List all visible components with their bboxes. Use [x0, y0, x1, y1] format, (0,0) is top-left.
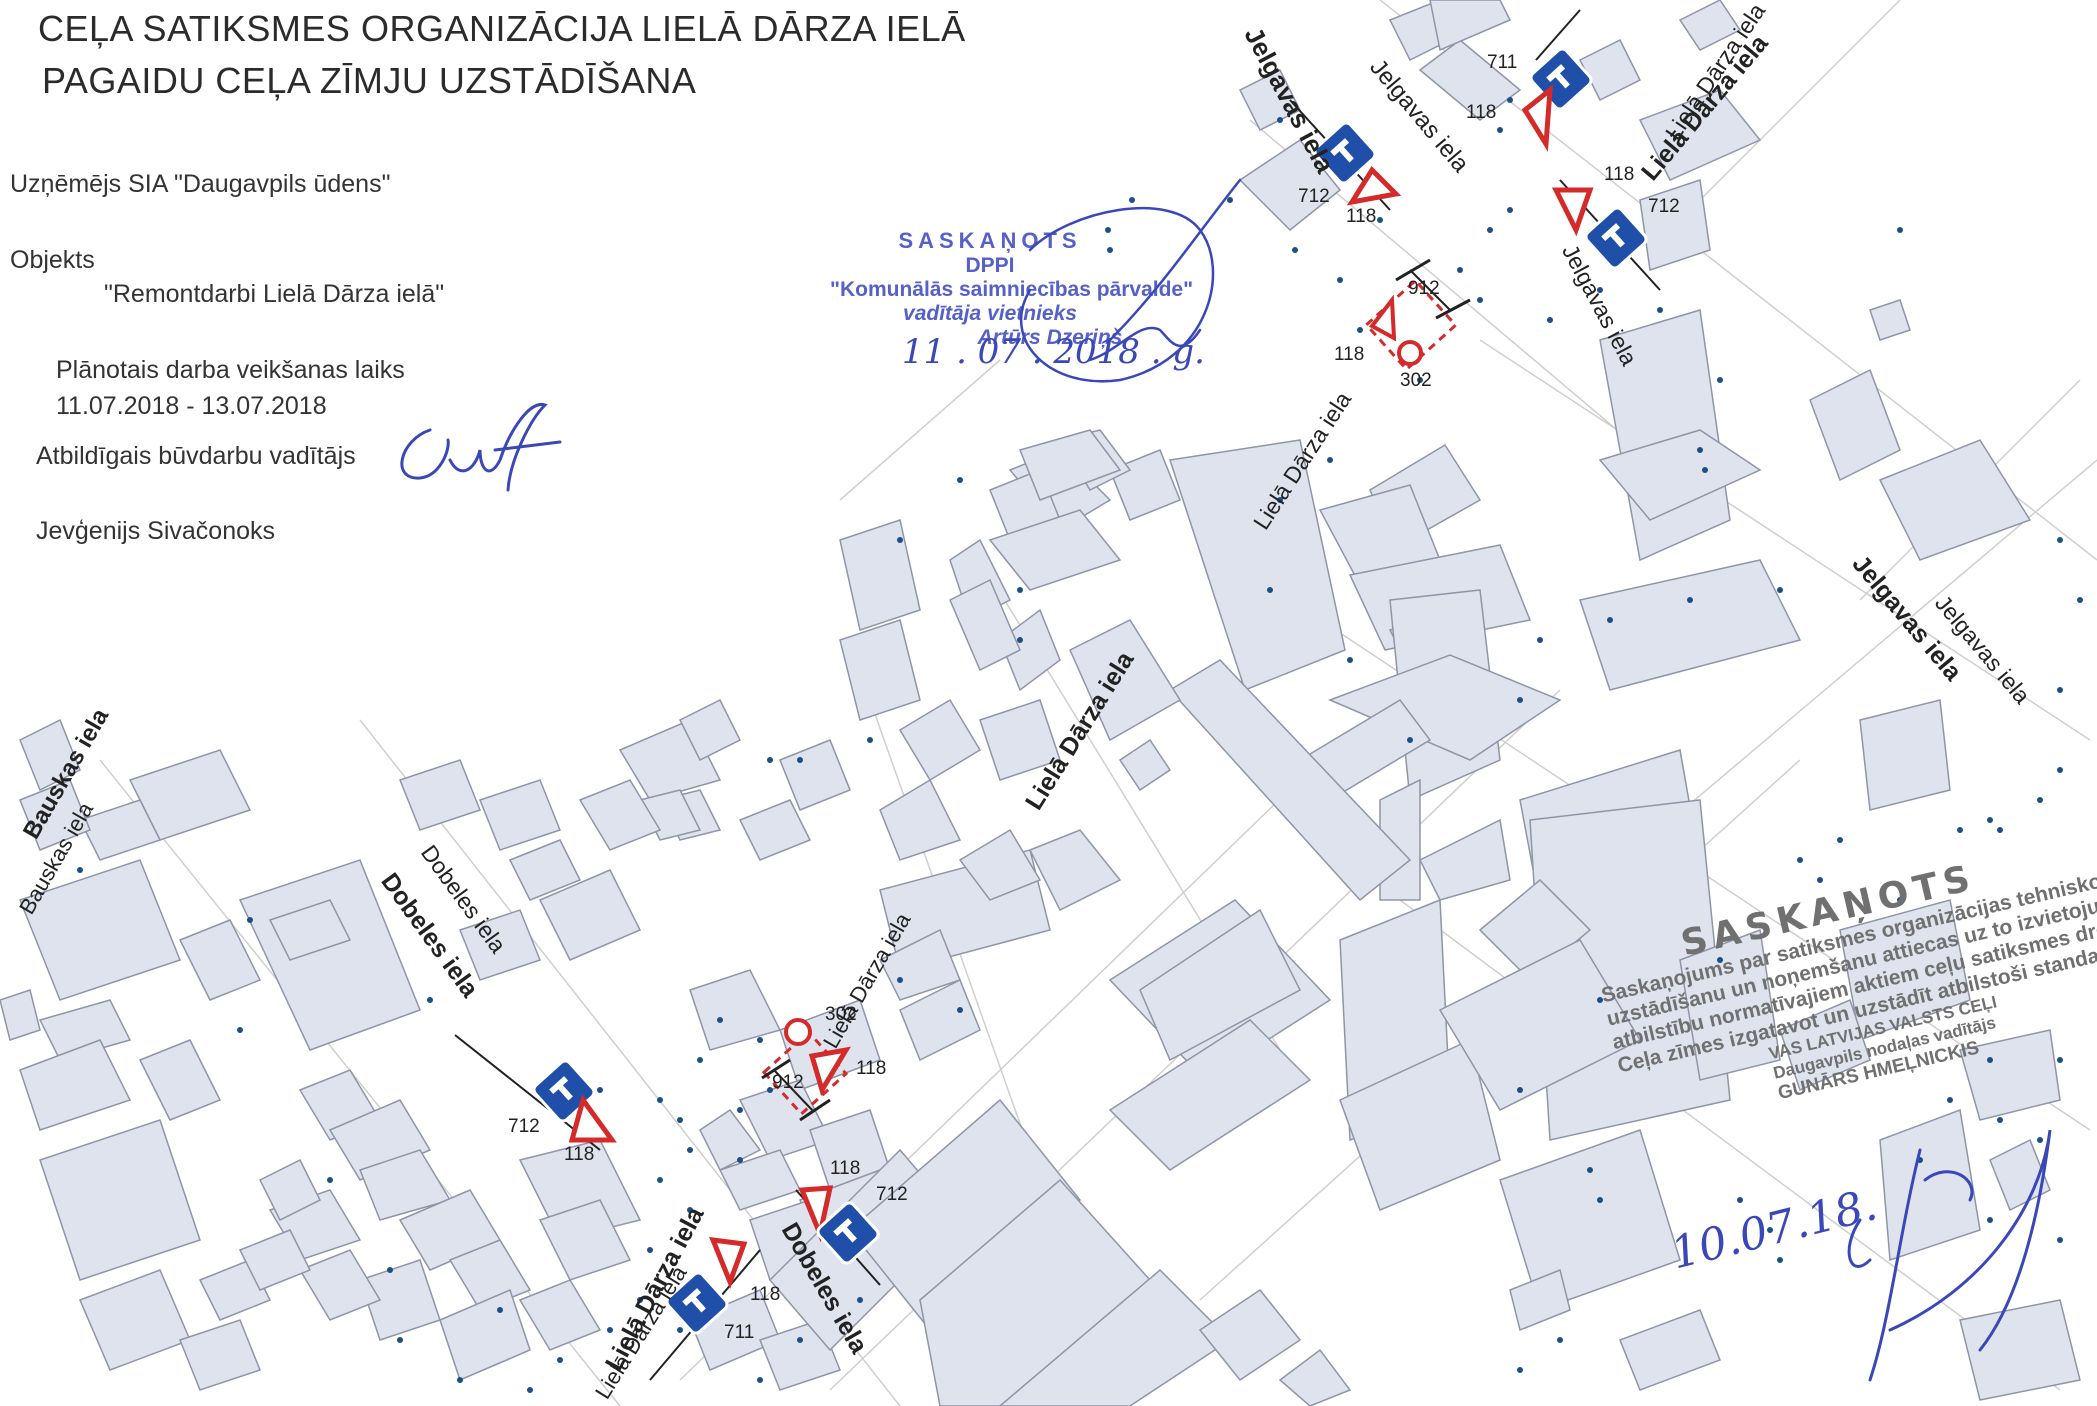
sign-code-302: 302 — [1400, 370, 1432, 391]
sign-code-302: 302 — [825, 1004, 857, 1025]
survey-dots — [77, 97, 2083, 1393]
manager-label: Atbildīgais būvdarbu vadītājs — [36, 442, 356, 470]
stamp-name: Artūrs Dzeriņš — [977, 326, 1123, 349]
sign-302-icon — [784, 1018, 812, 1046]
sign-118-roadworks-icon — [808, 1046, 851, 1097]
stamp-title: SASKAŅOTS — [898, 228, 1082, 253]
manager-name: Jevģenijs Sivačonoks — [36, 517, 276, 545]
sign-code-711: 711 — [1487, 52, 1518, 73]
lvc-signature — [1847, 1129, 2052, 1382]
object-name: "Remontdarbi Lielā Dārza ielā" — [104, 280, 445, 308]
temporary-signs — [454, 9, 1661, 1381]
sign-code-118: 118 — [1604, 164, 1635, 185]
stamp-role: vadītāja vietnieks — [903, 302, 1077, 325]
stamp-dept: "Komunālās saimniecības pārvalde" — [830, 278, 1194, 301]
object-label: Objekts — [10, 246, 95, 274]
dppi-stamp-date: 11 . 07 . 2018 . g. — [902, 332, 1205, 372]
sign-code-118: 118 — [750, 1284, 781, 1305]
sign-code-118: 118 — [830, 1158, 861, 1179]
sign-302-icon — [1397, 340, 1423, 366]
sign-code-118: 118 — [856, 1058, 887, 1079]
sign-code-712: 712 — [876, 1184, 908, 1205]
sign-118-roadworks-icon — [1521, 84, 1553, 152]
sign-code-118: 118 — [1334, 344, 1365, 365]
sign-code-912: 912 — [1408, 278, 1440, 299]
period-label: Plānotais darba veikšanas laiks — [56, 356, 405, 384]
title-line-2: PAGAIDU CEĻA ZĪMJU UZSTĀDĪŠANA — [42, 60, 697, 101]
dppi-approval-stamp: SASKAŅOTS DPPI "Komunālās saimniecības p… — [830, 228, 1194, 350]
period-value: 11.07.2018 - 13.07.2018 — [56, 392, 327, 420]
sign-118-roadworks-icon — [1346, 166, 1402, 206]
sign-code-912: 912 — [772, 1072, 804, 1093]
sign-code-712: 712 — [1298, 186, 1330, 207]
sign-code-712: 712 — [508, 1116, 540, 1137]
sign-118-roadworks-icon — [1551, 187, 1594, 237]
manager-signature — [400, 403, 562, 492]
contractor-text: Uzņēmējs SIA "Daugavpils ūdens" — [10, 170, 391, 198]
sign-code-118: 118 — [564, 1144, 595, 1165]
sign-code-712: 712 — [1648, 196, 1680, 217]
title-line-1: CEĻA SATIKSMES ORGANIZĀCIJA LIELĀ DĀRZA … — [38, 8, 966, 49]
sign-118-roadworks-icon — [709, 1236, 748, 1289]
sign-code-118: 118 — [1346, 206, 1377, 227]
dppi-signature — [1019, 178, 1242, 383]
sign-118-roadworks-icon — [568, 1094, 617, 1143]
sign-118-roadworks-icon — [1368, 294, 1397, 342]
stamp-org: DPPI — [965, 254, 1015, 277]
sign-code-118: 118 — [1466, 102, 1497, 123]
sign-118-roadworks-icon — [798, 1185, 834, 1243]
sign-code-711: 711 — [724, 1322, 755, 1343]
